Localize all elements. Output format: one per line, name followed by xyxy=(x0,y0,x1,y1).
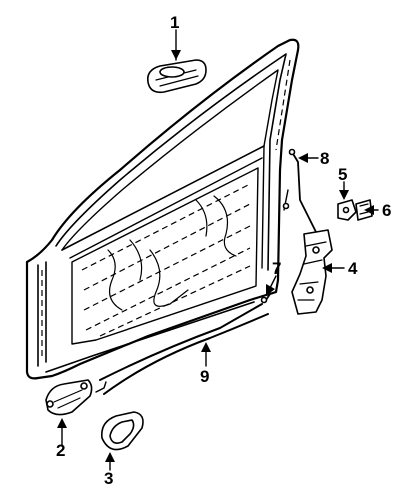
callout-1: 1 xyxy=(170,13,179,32)
callout-5: 5 xyxy=(338,165,347,184)
inside-handle xyxy=(45,379,93,447)
callout-7: 7 xyxy=(272,259,281,278)
callout-4: 4 xyxy=(348,259,358,278)
door-shell xyxy=(25,38,300,380)
door-lock xyxy=(291,229,345,315)
striker xyxy=(337,181,357,221)
handle-bezel xyxy=(100,411,144,471)
striker-plate xyxy=(355,199,379,221)
callout-3: 3 xyxy=(104,469,113,488)
callout-6: 6 xyxy=(382,201,391,220)
outside-handle xyxy=(146,29,207,94)
outside-rod xyxy=(282,148,319,255)
control-cable xyxy=(95,303,269,395)
lock-rod xyxy=(260,275,277,304)
callout-2: 2 xyxy=(56,441,65,460)
callout-9: 9 xyxy=(200,367,209,386)
callout-8: 8 xyxy=(320,149,329,168)
